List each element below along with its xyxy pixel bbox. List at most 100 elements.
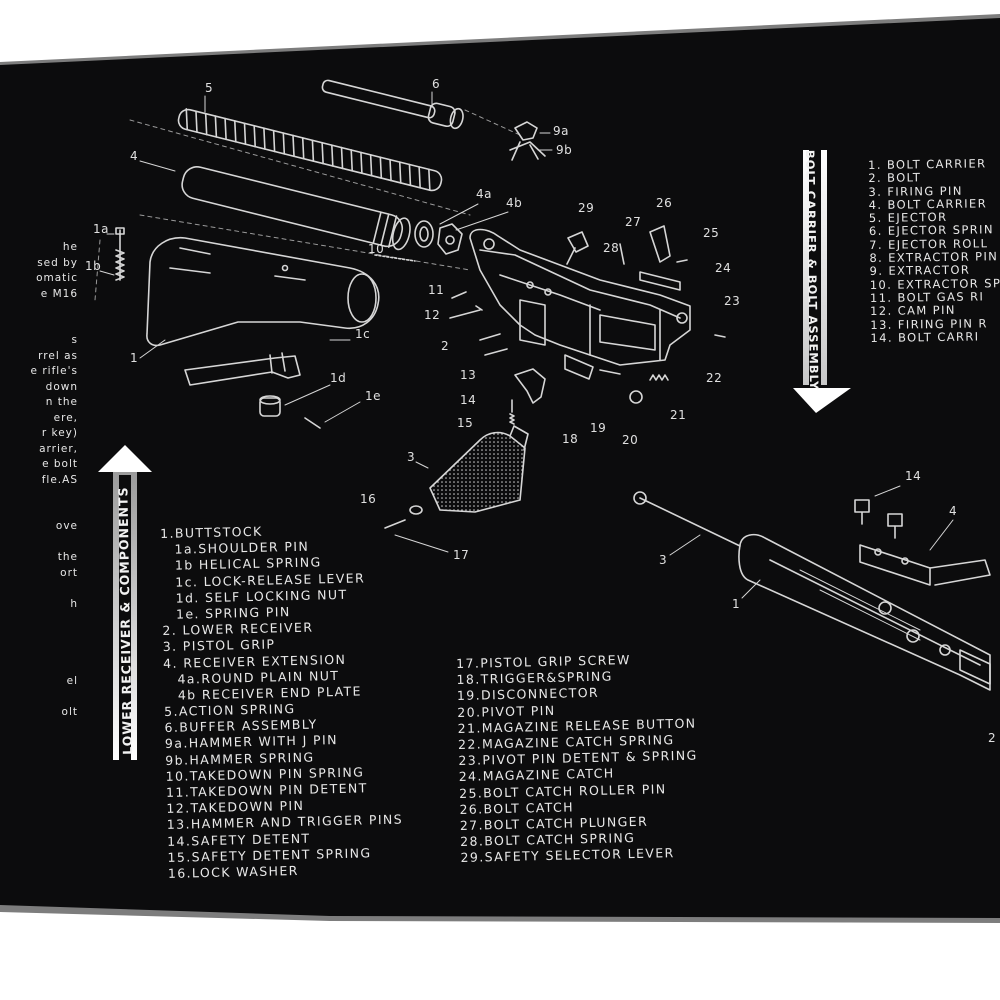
callout-number: 10	[368, 242, 385, 256]
legend-item: 1. BOLT CARRIER	[867, 156, 987, 172]
text-fragment: down	[45, 380, 78, 393]
callout-number: 1c	[355, 327, 371, 341]
action-spring	[177, 108, 443, 192]
callout-number: 1e	[365, 389, 382, 403]
callout-number: 9b	[556, 143, 573, 157]
text-fragment	[0, 318, 78, 334]
pistol-grip	[429, 425, 529, 513]
callout-number: 4	[130, 149, 139, 163]
callout-number: 26	[656, 196, 673, 210]
callout-number: 19	[590, 421, 607, 435]
hammer-trigger-pins	[479, 333, 508, 356]
gas-key-screws	[854, 499, 903, 539]
callout-number: 4	[949, 504, 958, 518]
lower-arrow	[98, 445, 152, 760]
safety-detent-spring	[509, 413, 515, 425]
round-plain-nut	[414, 220, 434, 248]
text-fragment: omatic	[36, 272, 78, 284]
callout-number: 4b	[506, 196, 523, 210]
text-fragment	[0, 690, 78, 706]
takedown-pin	[449, 305, 483, 319]
disconnector	[564, 354, 594, 380]
lower-receiver	[469, 228, 691, 366]
callout-number: 14	[460, 393, 477, 407]
firing-pin	[639, 497, 741, 547]
text-fragment	[0, 581, 78, 597]
callout-number: 4a	[476, 187, 492, 201]
callout-number: 1	[732, 597, 741, 611]
text-fragment: ort	[60, 566, 78, 579]
magazine-release-button	[629, 390, 643, 404]
text-fragment	[0, 535, 78, 551]
text-fragment	[0, 643, 78, 659]
bolt-catch-roller-pin	[676, 259, 688, 263]
text-fragment: rrel as	[38, 349, 78, 362]
callout-number: 22	[706, 371, 723, 385]
callout-number: 23	[724, 294, 741, 308]
pistol-grip-screw	[384, 519, 406, 529]
pivot-pin-detent	[714, 334, 726, 338]
text-fragment: r key)	[41, 427, 78, 439]
receiver-extension	[181, 166, 411, 251]
bolt-carrier-diagram	[633, 485, 991, 691]
hammer	[509, 121, 546, 161]
callout-number: 27	[625, 215, 642, 229]
buffer-assembly	[321, 79, 464, 130]
callout-number: 20	[622, 433, 639, 447]
callout-number: 25	[703, 226, 720, 240]
callout-number: 1d	[330, 371, 347, 385]
buttstock	[139, 237, 380, 359]
text-fragment	[0, 504, 78, 520]
text-fragment	[0, 488, 78, 504]
callout-number: 16	[360, 492, 377, 506]
callout-number: 2	[441, 339, 450, 353]
helical-spring	[115, 249, 125, 281]
spring-pin	[304, 417, 321, 429]
text-fragment: el	[66, 675, 78, 687]
lock-washer	[409, 505, 423, 515]
text-fragment: fle.AS	[41, 473, 78, 486]
bolt-catch	[649, 225, 671, 263]
text-fragment: he	[62, 241, 78, 253]
callout-number: 2	[988, 731, 997, 745]
safety-selector	[566, 231, 589, 265]
magazine-catch-spring	[649, 374, 669, 381]
callout-number: 1a	[93, 222, 109, 236]
callout-number: 28	[603, 241, 620, 255]
text-fragment: e rifle's	[30, 365, 78, 377]
text-fragment: the	[57, 551, 78, 563]
text-fragment: s	[71, 334, 78, 346]
callout-number: 24	[715, 261, 732, 275]
text-fragment: ere,	[53, 411, 78, 424]
takedown-pin-detent	[451, 291, 467, 299]
text-fragment: h	[70, 597, 78, 610]
text-fragment: e bolt	[42, 458, 78, 470]
bolt-carrier	[738, 533, 991, 691]
callout-number: 14	[905, 469, 922, 483]
text-fragment: n the	[45, 396, 78, 408]
callout-number: 29	[578, 201, 595, 215]
text-fragment	[0, 302, 78, 318]
self-locking-nut	[259, 397, 281, 417]
callout-number: 1	[130, 351, 139, 365]
bolt-arrow	[793, 150, 851, 413]
text-fragment: ove	[55, 520, 78, 532]
callout-number: 3	[407, 450, 416, 464]
text-fragment	[0, 628, 78, 644]
callout-number: 5	[205, 81, 214, 95]
callout-number: 18	[562, 432, 579, 446]
text-fragment	[0, 612, 78, 628]
bolt-catch-plunger	[619, 243, 625, 265]
callout-number: 6	[432, 77, 441, 91]
pivot-pin	[599, 369, 621, 375]
callout-number: 13	[460, 368, 477, 382]
takedown-pin-spring	[374, 254, 416, 262]
text-fragment: e M16	[40, 287, 78, 300]
lock-release-lever	[184, 355, 301, 386]
callout-number: 3	[659, 553, 668, 567]
callout-number: 12	[424, 308, 441, 322]
callout-number: 17	[453, 548, 470, 562]
